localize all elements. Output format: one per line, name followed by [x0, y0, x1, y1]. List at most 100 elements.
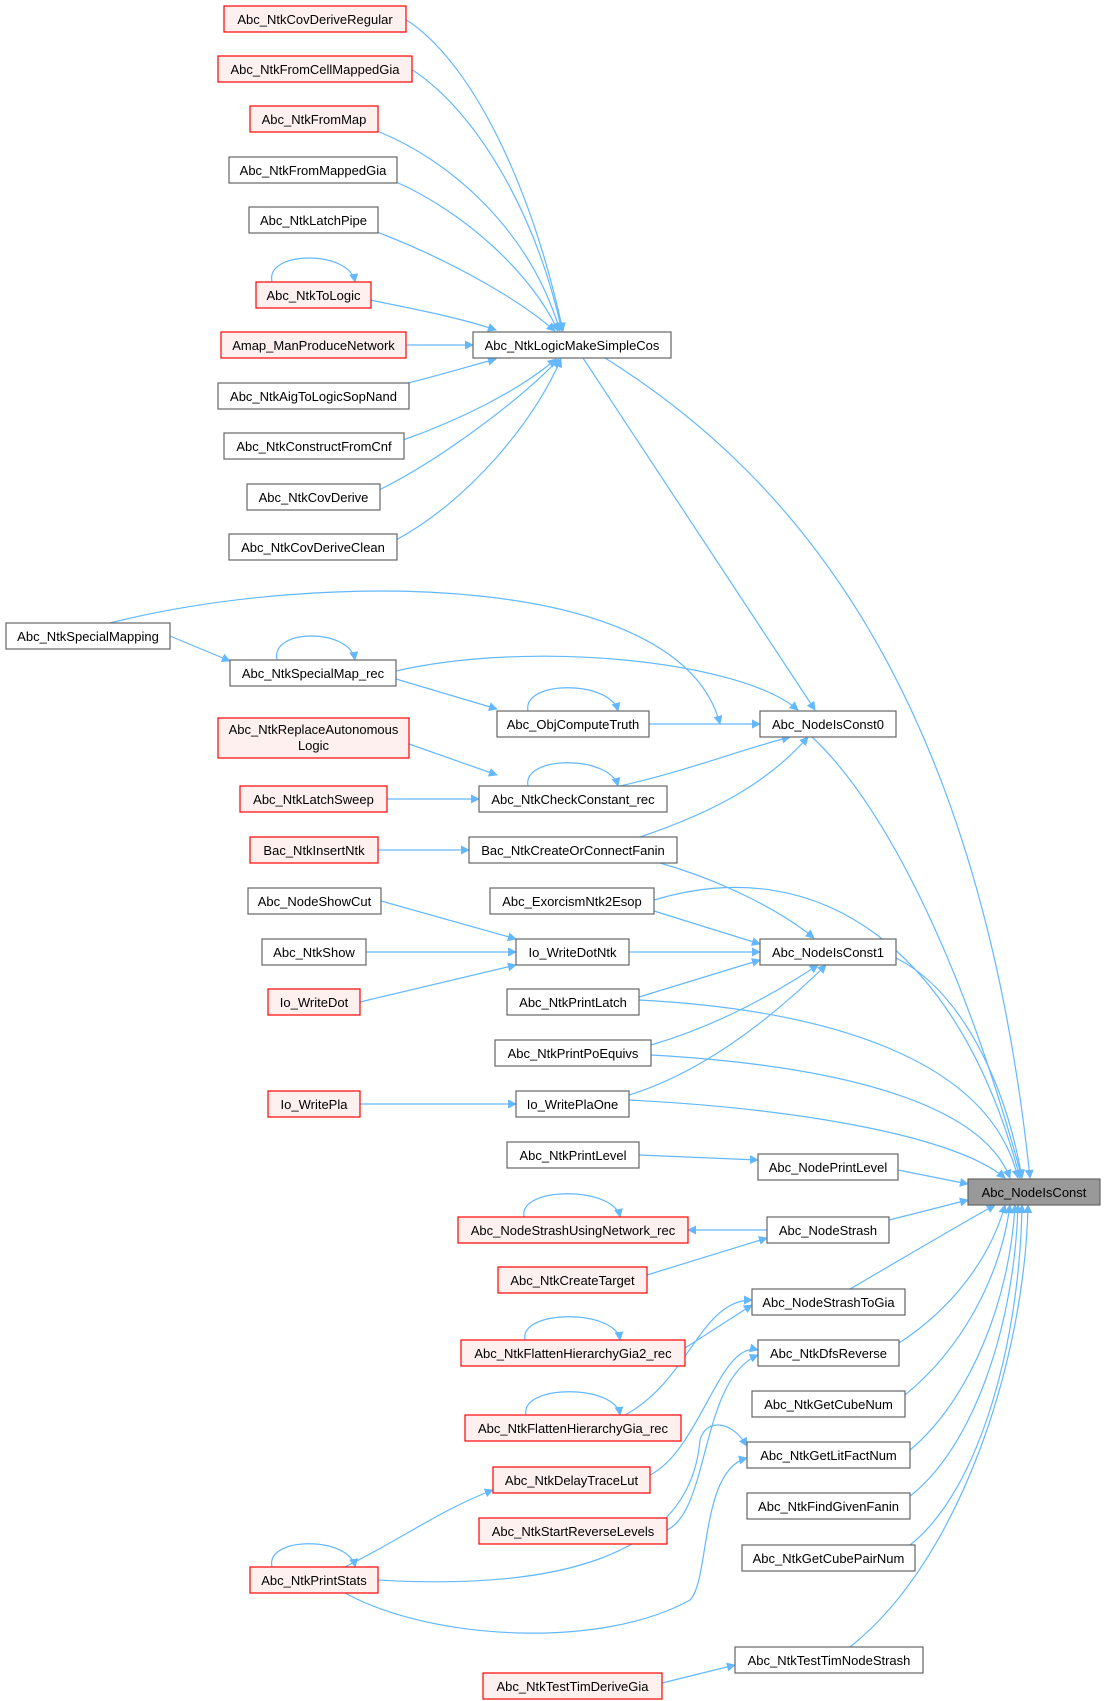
graph-node[interactable]: Abc_NtkGetLitFactNum [746, 1441, 911, 1469]
node-box[interactable] [741, 1544, 916, 1572]
graph-node[interactable]: Abc_NtkPrintStats [249, 1566, 379, 1594]
node-box[interactable] [757, 1153, 899, 1181]
node-box[interactable] [515, 1090, 630, 1118]
node-box[interactable] [482, 1672, 663, 1700]
node-box[interactable] [468, 836, 678, 864]
node-box[interactable] [247, 887, 382, 915]
graph-node[interactable]: Abc_NtkCovDeriveClean [228, 533, 398, 561]
graph-node[interactable]: Abc_NodePrintLevel [757, 1153, 899, 1181]
node-box[interactable] [249, 836, 379, 864]
graph-node[interactable]: Abc_NtkLatchSweep [239, 785, 388, 813]
graph-node[interactable]: Abc_NtkFromMappedGia [228, 156, 398, 184]
graph-node[interactable]: Abc_NtkPrintLatch [506, 988, 640, 1016]
graph-node[interactable]: Bac_NtkInsertNtk [249, 836, 379, 864]
node-box[interactable] [734, 1646, 924, 1674]
graph-node[interactable]: Abc_NodeStrash [766, 1216, 890, 1244]
node-box[interactable] [239, 785, 388, 813]
node-box[interactable] [457, 1216, 689, 1244]
graph-node[interactable]: Io_WritePla [267, 1090, 361, 1118]
node-box[interactable] [478, 785, 668, 813]
graph-node[interactable]: Abc_NtkPrintPoEquivs [494, 1039, 652, 1067]
graph-node[interactable]: Abc_NtkToLogic [255, 281, 372, 309]
graph-node[interactable]: Abc_NtkSpecialMap_rec [229, 659, 397, 687]
graph-node[interactable]: Abc_NtkConstructFromCnf [223, 432, 405, 460]
graph-node[interactable]: Io_WritePlaOne [515, 1090, 630, 1118]
graph-node[interactable]: Abc_NtkShow [261, 938, 367, 966]
node-box[interactable] [228, 533, 398, 561]
graph-node[interactable]: Abc_NodeIsConst1 [759, 938, 897, 966]
node-box[interactable] [757, 1339, 900, 1367]
node-box[interactable] [751, 1288, 906, 1316]
node-box[interactable] [246, 483, 381, 511]
node-box[interactable] [492, 1466, 651, 1494]
node-box[interactable] [249, 105, 379, 133]
node-box[interactable] [489, 887, 655, 915]
node-box[interactable] [248, 206, 379, 234]
graph-node[interactable]: Abc_NtkDelayTraceLut [492, 1466, 651, 1494]
graph-node[interactable]: Abc_ObjComputeTruth [496, 710, 650, 738]
node-box[interactable] [478, 1517, 668, 1545]
node-box[interactable] [515, 938, 630, 966]
node-box[interactable] [217, 382, 410, 410]
graph-node[interactable]: Abc_NodeStrashToGia [751, 1288, 906, 1316]
node-box[interactable] [228, 156, 398, 184]
graph-node[interactable]: Abc_NtkTestTimDeriveGia [482, 1672, 663, 1700]
graph-node[interactable]: Abc_NodeShowCut [247, 887, 382, 915]
node-box[interactable] [267, 988, 361, 1016]
graph-node[interactable]: Io_WriteDot [267, 988, 361, 1016]
node-box[interactable] [229, 659, 397, 687]
node-box[interactable] [464, 1414, 682, 1442]
node-box[interactable] [255, 281, 372, 309]
graph-node[interactable]: Amap_ManProduceNetwork [220, 331, 407, 359]
graph-node[interactable]: Abc_NtkPrintLevel [506, 1141, 640, 1169]
node-box[interactable] [5, 622, 171, 650]
graph-node[interactable]: Abc_NodeStrashUsingNetwork_rec [457, 1216, 689, 1244]
node-box[interactable] [967, 1178, 1101, 1206]
node-box[interactable] [472, 331, 672, 359]
graph-node[interactable]: Abc_ExorcismNtk2Esop [489, 887, 655, 915]
node-box[interactable] [223, 432, 405, 460]
node-box[interactable] [766, 1216, 890, 1244]
node-box[interactable] [217, 55, 413, 83]
graph-node[interactable]: Abc_NtkFlattenHierarchyGia_rec [464, 1414, 682, 1442]
graph-node[interactable]: Abc_NtkDfsReverse [757, 1339, 900, 1367]
graph-node[interactable]: Abc_NtkStartReverseLevels [478, 1517, 668, 1545]
node-box[interactable] [746, 1492, 911, 1520]
graph-node[interactable]: Abc_NtkGetCubeNum [751, 1390, 906, 1418]
graph-node[interactable]: Abc_NodeIsConst [967, 1178, 1101, 1206]
node-box[interactable] [220, 331, 407, 359]
node-box[interactable] [746, 1441, 911, 1469]
node-box[interactable] [261, 938, 367, 966]
graph-node[interactable]: Abc_NtkSpecialMapping [5, 622, 171, 650]
node-box[interactable] [751, 1390, 906, 1418]
graph-node[interactable]: Abc_NtkTestTimNodeStrash [734, 1646, 924, 1674]
node-box[interactable] [506, 988, 640, 1016]
graph-node[interactable]: Abc_NtkCovDerive [246, 483, 381, 511]
graph-node[interactable]: Abc_NtkAigToLogicSopNand [217, 382, 410, 410]
node-box[interactable] [759, 938, 897, 966]
node-box[interactable] [460, 1339, 686, 1367]
graph-node[interactable]: Abc_NodeIsConst0 [759, 710, 897, 738]
graph-node[interactable]: Abc_NtkFlattenHierarchyGia2_rec [460, 1339, 686, 1367]
node-box[interactable] [506, 1141, 640, 1169]
node-box[interactable] [496, 710, 650, 738]
node-box[interactable] [497, 1266, 648, 1294]
graph-node[interactable]: Abc_NtkFromCellMappedGia [217, 55, 413, 83]
node-box[interactable] [494, 1039, 652, 1067]
graph-node[interactable]: Abc_NtkCheckConstant_rec [478, 785, 668, 813]
node-box[interactable] [249, 1566, 379, 1594]
graph-node[interactable]: Abc_NtkFromMap [249, 105, 379, 133]
graph-node[interactable]: Bac_NtkCreateOrConnectFanin [468, 836, 678, 864]
graph-node[interactable]: Abc_NtkGetCubePairNum [741, 1544, 916, 1572]
graph-node[interactable]: Io_WriteDotNtk [515, 938, 630, 966]
graph-node[interactable]: Abc_NtkFindGivenFanin [746, 1492, 911, 1520]
graph-node[interactable]: Abc_NtkCreateTarget [497, 1266, 648, 1294]
graph-node[interactable]: Abc_NtkLatchPipe [248, 206, 379, 234]
graph-node[interactable]: Abc_NtkCovDeriveRegular [223, 5, 407, 33]
node-box[interactable] [267, 1090, 361, 1118]
node-box[interactable] [223, 5, 407, 33]
node-box[interactable] [217, 717, 410, 759]
node-box[interactable] [759, 710, 897, 738]
graph-node[interactable]: Abc_NtkLogicMakeSimpleCos [472, 331, 672, 359]
